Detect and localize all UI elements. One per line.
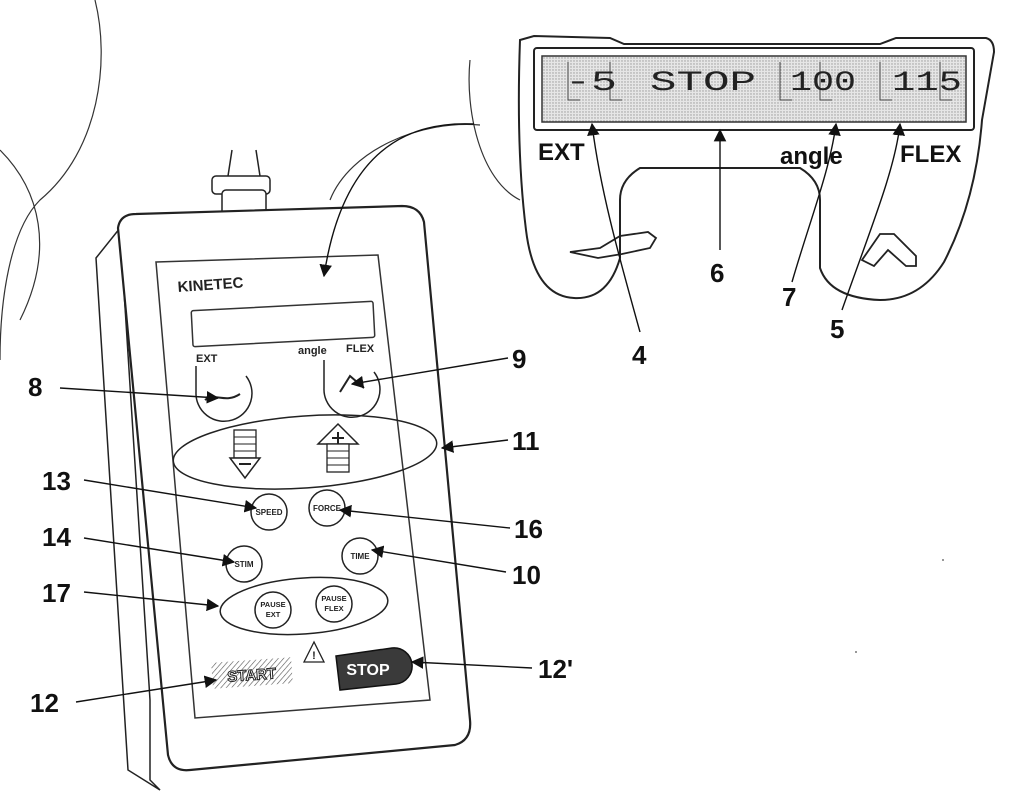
callout-6: 6: [710, 258, 724, 288]
lcd-status: STOP: [650, 68, 756, 99]
leader-9: [350, 357, 509, 389]
flex-key[interactable]: [323, 360, 381, 418]
svg-text:EXT: EXT: [266, 610, 281, 619]
callout-12: 12: [30, 688, 59, 718]
warning-icon: !: [302, 640, 326, 663]
lcd-flex-value: 115: [892, 68, 962, 99]
device-display: EXT angle FLEX: [190, 300, 376, 365]
leader-16: [338, 504, 511, 529]
callout-11: 11: [512, 426, 540, 456]
lcd-screen: [541, 55, 967, 123]
callout-13: 13: [42, 466, 71, 496]
callout-5: 5: [830, 314, 844, 344]
pause-ext-button[interactable]: PAUSE EXT: [254, 591, 292, 629]
lcd-ext-value: -5: [565, 68, 617, 99]
callout-7: 7: [782, 282, 796, 312]
lcd-segments: [567, 62, 952, 101]
svg-text:TIME: TIME: [350, 552, 370, 561]
leader-12: [75, 675, 218, 703]
callout-10: 10: [512, 560, 541, 590]
svg-text:STIM: STIM: [234, 560, 253, 569]
brand-logo: KINETEC: [177, 274, 244, 296]
force-button[interactable]: FORCE: [308, 489, 346, 527]
svg-text:PAUSE: PAUSE: [321, 594, 346, 603]
time-button[interactable]: TIME: [341, 537, 379, 575]
callout-4: 4: [632, 340, 647, 370]
leader-5: [841, 122, 906, 311]
svg-text:!: !: [312, 650, 316, 662]
svg-text:FORCE: FORCE: [313, 504, 342, 513]
leg-extended-icon: [569, 231, 658, 259]
svg-text:FLEX: FLEX: [324, 604, 343, 613]
leg-flexed-icon: [860, 233, 917, 268]
pause-keys-group: [219, 576, 389, 636]
callout-9: 9: [512, 344, 526, 374]
callout-numbers: 4 5 6 7 8 9 10 11 12 12' 13 14 16 17: [28, 258, 844, 718]
stim-button[interactable]: STIM: [225, 545, 263, 583]
callout-12prime: 12': [538, 654, 573, 684]
remote-control: KINETEC EXT angle FLEX: [95, 149, 472, 791]
callout-lines: [59, 122, 906, 703]
detail-label-flex: FLEX: [900, 141, 961, 168]
device-label-ext: EXT: [196, 353, 218, 365]
plus-arrow-icon[interactable]: [316, 422, 360, 473]
device-label-flex: FLEX: [346, 343, 375, 355]
svg-text:START: START: [227, 665, 277, 685]
svg-text:SPEED: SPEED: [255, 508, 282, 517]
detail-label-ext: EXT: [538, 139, 585, 166]
leader-4: [587, 122, 641, 333]
callout-16: 16: [514, 514, 543, 544]
lcd-angle-value: 100: [790, 68, 856, 99]
detail-label-angle: angle: [780, 143, 843, 170]
callout-14: 14: [42, 522, 71, 552]
start-button[interactable]: START: [211, 657, 293, 689]
svg-text:PAUSE: PAUSE: [260, 600, 285, 609]
background-outline: [0, 0, 521, 361]
pause-flex-button[interactable]: PAUSE FLEX: [315, 585, 353, 623]
adjust-keys-group: [172, 414, 438, 490]
leader-17: [83, 591, 220, 612]
speed-button[interactable]: SPEED: [250, 493, 288, 531]
leader-13: [83, 479, 258, 513]
stop-button[interactable]: STOP: [335, 647, 413, 691]
leader-12prime: [410, 656, 533, 669]
leader-14: [83, 537, 236, 567]
device-label-angle: angle: [298, 345, 327, 357]
callout-8: 8: [28, 372, 42, 402]
leader-8: [59, 387, 220, 404]
scan-specks: [855, 559, 944, 653]
minus-arrow-icon[interactable]: [228, 429, 262, 480]
ext-key[interactable]: [195, 366, 253, 422]
leader-display: [319, 123, 475, 278]
leader-11: [440, 439, 509, 453]
leader-10: [370, 545, 507, 573]
display-detail: -5 STOP 100 115 EXT angle FLEX: [517, 34, 996, 302]
svg-text:STOP: STOP: [346, 662, 390, 679]
leader-7: [791, 122, 841, 283]
callout-17: 17: [42, 578, 71, 608]
